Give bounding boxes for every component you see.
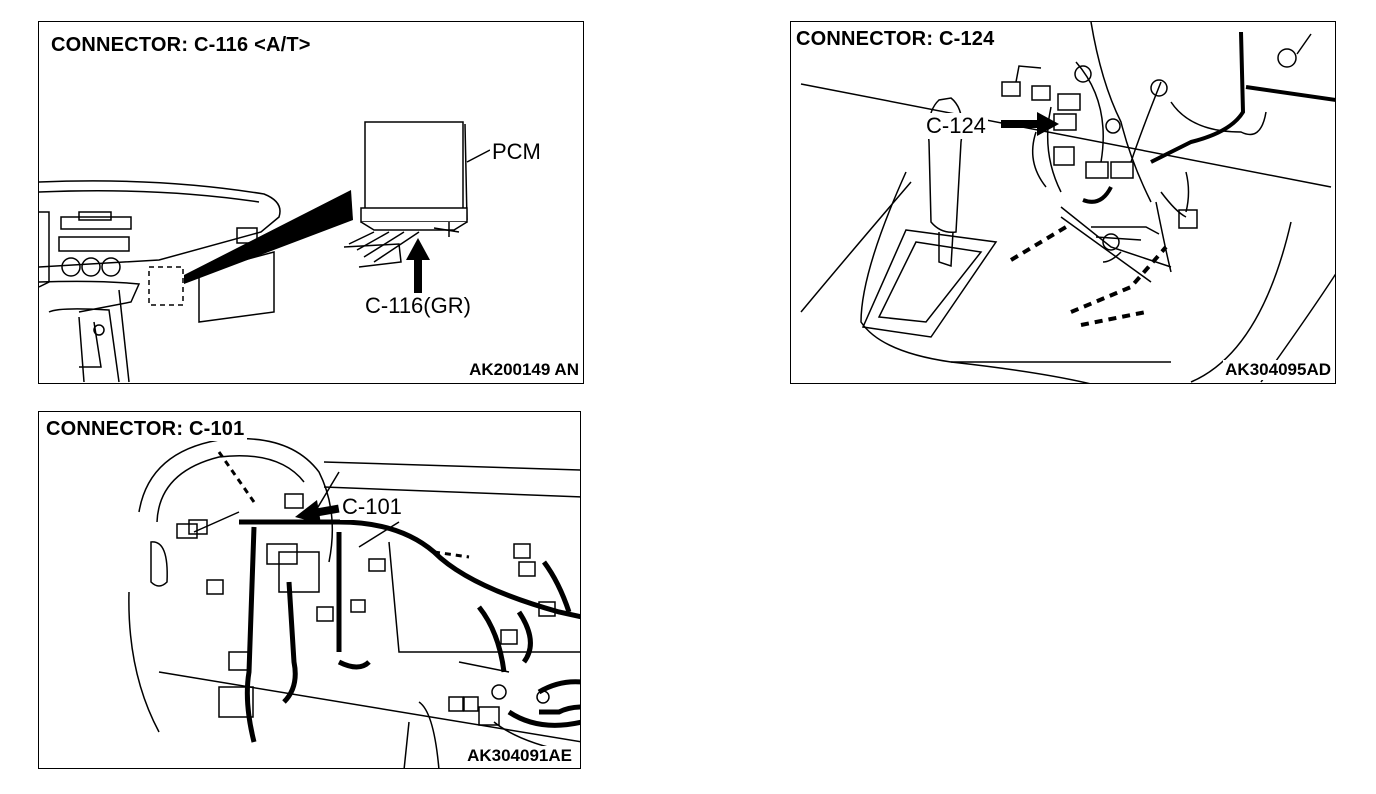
c101-figure-code: AK304091AE xyxy=(465,746,574,766)
c116-figure-code: AK200149 AN xyxy=(467,360,581,380)
c124-connector-label: C-124 xyxy=(924,113,988,139)
c101-illustration xyxy=(128,437,580,768)
c101-title: CONNECTOR: C-101 xyxy=(43,418,248,441)
c124-illustration xyxy=(800,22,1335,383)
c124-figure-code: AK304095AD xyxy=(1223,360,1333,380)
panel-c101: CONNECTOR: C-101 C-101 AK304091AE xyxy=(38,411,581,769)
c101-connector-label: C-101 xyxy=(340,494,404,520)
c116-title: CONNECTOR: C-116 <A/T> xyxy=(48,34,314,57)
panel-c124: CONNECTOR: C-124 C-124 AK304095AD xyxy=(790,21,1336,384)
panel-c116: CONNECTOR: C-116 <A/T> PCM C-116(GR) AK2… xyxy=(38,21,584,384)
c116-illustration xyxy=(39,121,491,383)
c116-connector-label: C-116(GR) xyxy=(363,293,473,319)
pcm-label: PCM xyxy=(490,139,543,165)
c124-title: CONNECTOR: C-124 xyxy=(793,28,998,51)
